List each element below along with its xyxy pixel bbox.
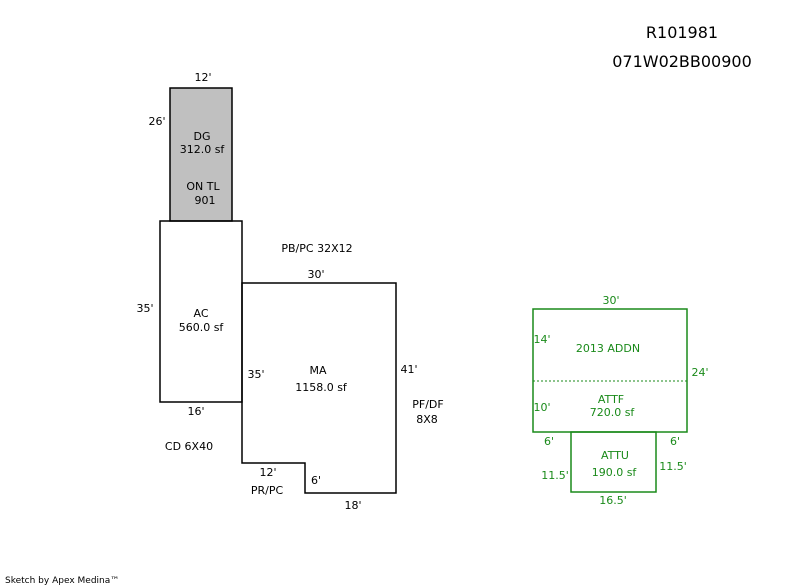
ma-area: 1158.0 sf [295,381,348,394]
dg-left-dim: 26' [148,115,165,128]
addn-left-lower-dim: 10' [533,401,550,414]
attu-left-dim: 11.5' [541,469,569,482]
ac-bottom-dim: 16' [187,405,204,418]
dg-area: 312.0 sf [180,143,226,156]
sketch-credit: Sketch by Apex Medina™ [5,576,119,586]
ma-notch-width: 12' [259,466,276,479]
attu-shape [570,431,657,493]
pf-df-label-line2: 8X8 [416,413,438,426]
addn-right-dim: 24' [691,366,708,379]
ma-bottom-dim: 18' [344,499,361,512]
addn-top-dim: 30' [602,294,619,307]
parcel-number: 071W02BB00900 [612,52,752,71]
cd-label: CD 6X40 [165,440,213,453]
attu-right-dim: 11.5' [659,460,687,473]
attu-name: ATTU [601,449,629,462]
dg-shape [169,87,233,222]
record-id: R101981 [646,23,718,42]
addn-title: 2013 ADDN [576,342,640,355]
addn-left-upper-dim: 14' [533,333,550,346]
dg-note-line1: ON TL [186,180,220,193]
attf-area: 720.0 sf [590,406,636,419]
ma-top-dim: 30' [307,268,324,281]
attf-name: ATTF [598,393,624,406]
attu-step-left-dim: 6' [544,435,554,448]
ac-area: 560.0 sf [179,321,225,334]
pf-df-label-line1: PF/DF [412,398,443,411]
dg-name: DG [194,130,211,143]
ma-name: MA [309,364,326,377]
pr-pc-label: PR/PC [251,484,284,497]
attu-bottom-dim: 16.5' [599,494,627,507]
attu-step-right-dim: 6' [670,435,680,448]
dg-note-line2: 901 [195,194,216,207]
ma-notch-height: 6' [311,474,321,487]
attu-area: 190.0 sf [592,466,638,479]
ac-name: AC [193,307,208,320]
dg-top-dim: 12' [194,71,211,84]
ma-left-dim: 35' [247,368,264,381]
ac-left-dim: 35' [136,302,153,315]
ma-right-dim: 41' [400,363,417,376]
pb-pc-label: PB/PC 32X12 [281,242,352,255]
ma-shape [241,282,397,494]
